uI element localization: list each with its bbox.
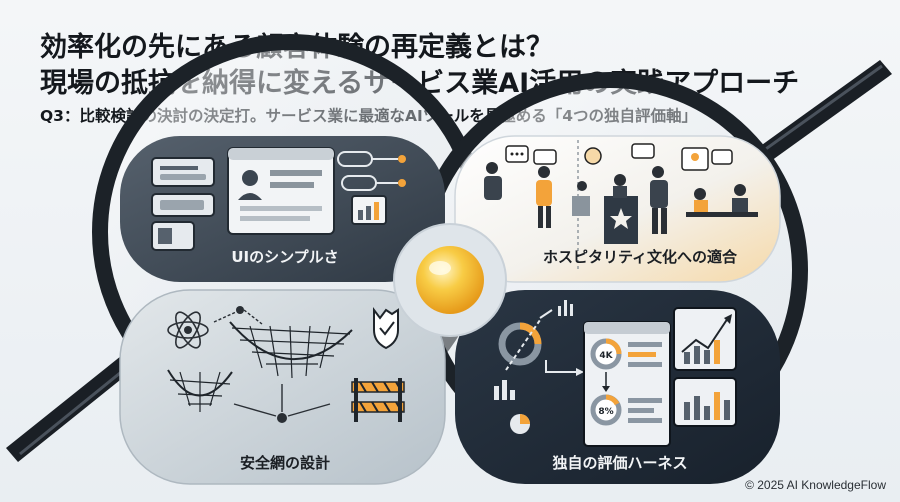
panel-label-evaluation-harness: 独自の評価ハーネス — [552, 454, 688, 472]
glowing-orb-icon — [416, 246, 484, 314]
hospitality-people-icon — [484, 140, 758, 270]
panel-label-safety-net: 安全網の設計 — [239, 454, 330, 472]
donut-bottom-label: 8% — [598, 407, 613, 417]
ui-mockup-icon — [151, 147, 406, 251]
panel-label-ui-simplicity: UIのシンプルさ — [231, 248, 339, 266]
donut-top-label: 4K — [599, 351, 613, 361]
panel-label-hospitality: ホスピタリティ文化への適合 — [542, 248, 738, 266]
safety-net-icon — [167, 306, 405, 423]
copyright-notice: © 2025 AI KnowledgeFlow — [745, 478, 886, 492]
orb-highlight — [429, 261, 451, 275]
magnifier-handle-right — [752, 60, 892, 166]
evaluation-dashboard-icon: 4K 8% — [494, 300, 737, 447]
